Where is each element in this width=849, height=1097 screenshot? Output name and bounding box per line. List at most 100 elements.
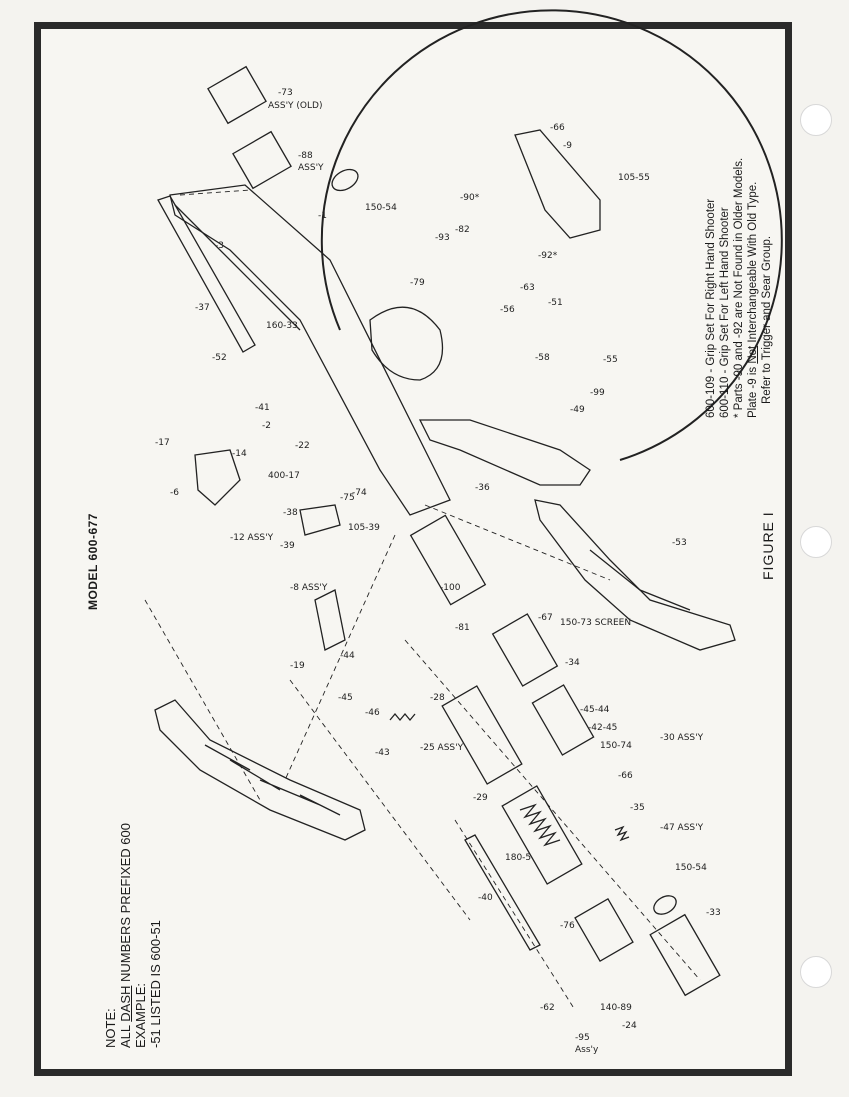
callout-150-74: 150-74 — [600, 741, 632, 751]
punch-hole-top — [800, 104, 832, 136]
callout-400-17: 400-17 — [268, 471, 300, 481]
callout-34: -34 — [565, 658, 580, 668]
note-line-2: ALL DASH NUMBERS PREFIXED 600 — [118, 823, 133, 1048]
callout-56: -56 — [500, 305, 515, 315]
title-wrap: MODEL 600-677 — [82, 513, 101, 610]
legend-line-4-underline: Not — [747, 345, 759, 364]
spring-35 — [614, 825, 630, 842]
plug-73 — [207, 65, 267, 125]
inset-circle — [320, 9, 783, 461]
stock-grip-inset — [418, 419, 591, 486]
legend-line-4-post: Interchangeable With Old Type. — [747, 181, 759, 346]
callout-74: -74 — [352, 488, 367, 498]
callout-17: -17 — [155, 438, 170, 448]
callout-2: -2 — [262, 421, 271, 431]
punch-hole-middle — [800, 526, 832, 558]
callout-93: -93 — [435, 233, 450, 243]
note-line-2-underline: DASH — [118, 985, 133, 1022]
cylinder — [409, 514, 487, 606]
note-line-2-post: NUMBERS PREFIXED 600 — [118, 823, 133, 986]
o-ring-150-54b — [653, 895, 677, 915]
callout-58: -58 — [535, 353, 550, 363]
callout-38: -38 — [283, 508, 298, 518]
barrel — [157, 195, 256, 353]
exhaust-seat — [531, 684, 595, 756]
callout-30-assy: -30 ASS'Y — [660, 733, 704, 743]
callout-82: -82 — [455, 225, 470, 235]
callout-90: -90* — [460, 193, 480, 203]
callout-35: -35 — [630, 803, 645, 813]
callout-160-33: 160-33 — [266, 321, 298, 331]
spring-43 — [389, 712, 416, 722]
callout-105-55: 105-55 — [618, 173, 650, 183]
callout-40: -40 — [478, 893, 493, 903]
figure-label: FIGURE I — [760, 511, 776, 580]
callout-88-assy: ASS'Y — [298, 163, 324, 173]
plug-88 — [232, 130, 292, 190]
figure-label-wrap: FIGURE I — [758, 511, 777, 580]
callout-100: -100 — [440, 583, 461, 593]
callout-95: -95 — [575, 1033, 590, 1043]
valve-body — [491, 613, 559, 687]
spring-180-5 — [519, 803, 561, 847]
callout-6: -6 — [170, 488, 179, 498]
callout-1: -1 — [318, 211, 327, 221]
callout-14: -14 — [232, 449, 247, 459]
callout-12-assy: -12 ASS'Y — [230, 533, 274, 543]
legend-line-4: Plate -9 is Not Interchangeable With Old… — [746, 158, 760, 418]
sear-38 — [299, 504, 341, 536]
callout-66: -66 — [550, 123, 565, 133]
legend-line-2: 600-110 - Grip Set For Left Hand Shooter — [719, 207, 731, 418]
callout-150-73-screen: 150-73 SCREEN — [560, 618, 631, 628]
plate-9 — [514, 129, 601, 239]
note-block: NOTE: ALL DASH NUMBERS PREFIXED 600 EXAM… — [103, 823, 163, 1048]
note-line-3: EXAMPLE: — [133, 982, 148, 1048]
callout-99: -99 — [590, 388, 605, 398]
grip-right — [534, 499, 736, 651]
legend-line-3: * Parts -90 and -92 are Not Found in Old… — [733, 157, 745, 418]
callout-43: -43 — [375, 748, 390, 758]
legend-wrap: 600-109 - Grip Set For Right Hand Shoote… — [704, 158, 774, 418]
callout-150-54b: 150-54 — [675, 863, 707, 873]
callout-9: -9 — [563, 141, 572, 151]
callout-22: -22 — [295, 441, 310, 451]
page-title: MODEL 600-677 — [86, 513, 100, 610]
callout-42-45: -42-45 — [588, 723, 617, 733]
callout-36: -36 — [475, 483, 490, 493]
note-wrap: NOTE: ALL DASH NUMBERS PREFIXED 600 EXAM… — [103, 823, 163, 1048]
callout-75: -75 — [340, 493, 355, 503]
callout-39: -39 — [280, 541, 295, 551]
callout-41: -41 — [255, 403, 270, 413]
callout-53: -53 — [672, 538, 687, 548]
o-ring-150-54 — [331, 168, 359, 192]
note-line-4: -51 LISTED IS 600-51 — [148, 920, 163, 1048]
pin-8 — [314, 589, 346, 651]
callout-37: -37 — [195, 303, 210, 313]
callout-49: -49 — [570, 405, 585, 415]
note-line-2-pre: ALL — [118, 1021, 133, 1048]
callout-67: -67 — [538, 613, 553, 623]
trigger-12 — [194, 449, 241, 506]
callout-180-5: 180-5 — [505, 853, 531, 863]
callout-73-assy: ASS'Y (OLD) — [268, 101, 322, 111]
valve-housing — [441, 685, 523, 785]
callout-63: -63 — [520, 283, 535, 293]
legend-line-1: 600-109 - Grip Set For Right Hand Shoote… — [705, 198, 717, 418]
grip-left — [154, 699, 366, 841]
callout-19: -19 — [290, 661, 305, 671]
page-border — [34, 22, 792, 1076]
callout-51: -51 — [548, 298, 563, 308]
callout-92: -92* — [538, 251, 558, 261]
legend-line-5: Refer to Trigger and Sear Group. — [761, 235, 773, 404]
callout-45-44: -45-44 — [580, 705, 610, 715]
legend-block: 600-109 - Grip Set For Right Hand Shoote… — [704, 158, 774, 418]
callout-47-assy: -47 ASS'Y — [660, 823, 704, 833]
callout-3: -3 — [215, 241, 224, 251]
callout-105-39: 105-39 — [348, 523, 380, 533]
rod-40 — [464, 834, 541, 951]
legend-line-4-pre: Plate -9 is — [747, 363, 759, 418]
callout-44: -44 — [340, 651, 355, 661]
callout-88: -88 — [298, 151, 313, 161]
